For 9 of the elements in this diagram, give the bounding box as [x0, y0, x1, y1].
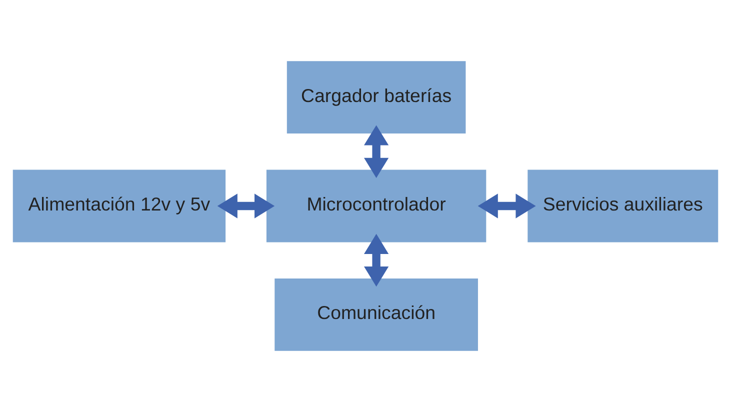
arrow: [217, 194, 275, 218]
node-box: Alimentación 12v y 5v: [12, 170, 226, 242]
node-box: Comunicación: [274, 278, 478, 351]
node-box: Cargador baterías: [286, 61, 466, 134]
arrow: [364, 234, 389, 287]
node-box: Servicios auxiliares: [528, 170, 718, 242]
arrow: [478, 194, 536, 218]
arrow: [364, 125, 389, 178]
node-box: Microcontrolador: [266, 170, 486, 242]
